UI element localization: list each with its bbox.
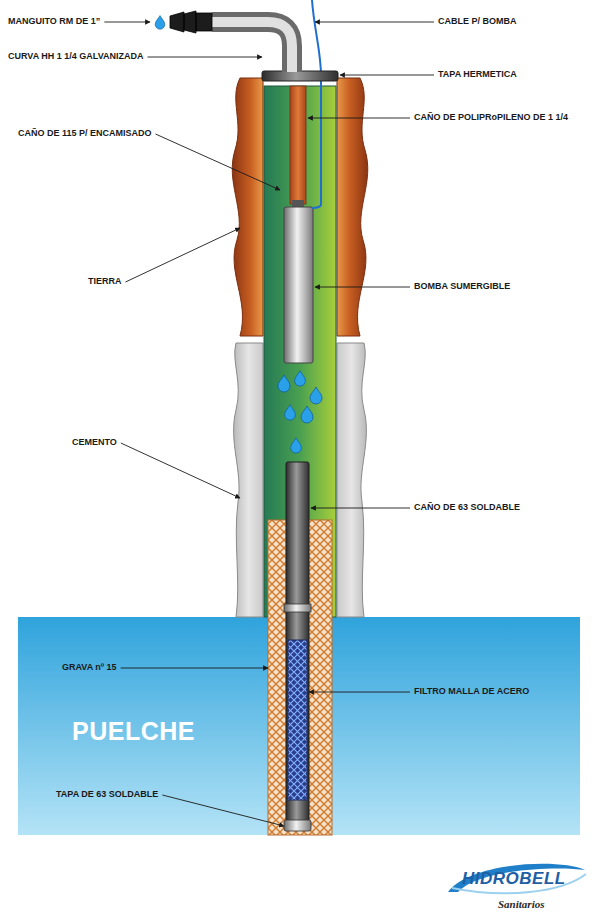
leader-line [309,692,410,693]
earth [337,78,368,336]
logo-swoosh [448,864,585,892]
pump-cable [312,0,321,208]
earth-label: TIERRA [88,277,122,287]
galvanized-elbow [212,22,292,72]
water-drop [285,405,296,420]
steel-mesh-filter [288,640,307,800]
pipe-joint [284,604,311,612]
gravel-label: GRAVA nº 15 [62,663,117,673]
cement [337,343,366,617]
hose-barb [170,11,212,33]
water-drop [310,387,322,404]
leader-line [156,134,280,190]
pipe-label: CAÑO DE 63 SOLDABLE [414,503,520,513]
leader-line [121,443,240,498]
earth [232,78,263,336]
cap-label: TAPA HERMETICA [438,70,517,80]
galvanized-elbow [212,22,292,72]
water-drop [301,406,313,423]
leader-line [311,508,410,509]
water-drop [155,16,165,30]
hose-fitting-label: MANGUITO RM DE 1” [8,17,100,27]
leader-line [308,118,410,119]
leader-line [121,668,268,669]
aquifer-layer: PUELCHE [18,617,580,835]
end-cap-label: TAPA DE 63 SOLDABLE [56,790,158,800]
hermetic-cap [262,71,338,81]
leader-line [315,22,434,23]
cable-label: CABLE P/ BOMBA [438,17,517,27]
polypropylene-pipe [290,86,306,204]
leader-line [104,22,150,23]
layer-name: PUELCHE [72,717,195,746]
cement-label: CEMENTO [72,438,117,448]
water-drop [295,371,306,386]
logo-text: HIDROBELL [462,870,566,889]
elbow-label: CURVA HH 1 1/4 GALVANIZADA [8,52,144,62]
submersible-pump [284,207,313,363]
leader-line [340,75,434,76]
water-drop [291,438,302,453]
water-drop [278,375,290,392]
pump-label: BOMBA SUMERGIBLE [414,282,510,292]
leader-line [162,795,284,826]
leader-line [148,57,262,58]
leader-line [315,287,410,288]
casing-label: CAÑO DE 115 P/ ENCAMISADO [18,129,152,139]
end-cap [284,820,311,831]
logo-subtitle: Sanitarios [498,898,544,910]
leader-line [126,228,241,282]
filter-label: FILTRO MALLA DE ACERO [414,687,529,697]
pipe-label: CAÑO DE POLIPRoPILENO DE 1 1/4 [414,113,568,123]
cement [234,343,263,617]
pipe-63 [286,462,309,828]
